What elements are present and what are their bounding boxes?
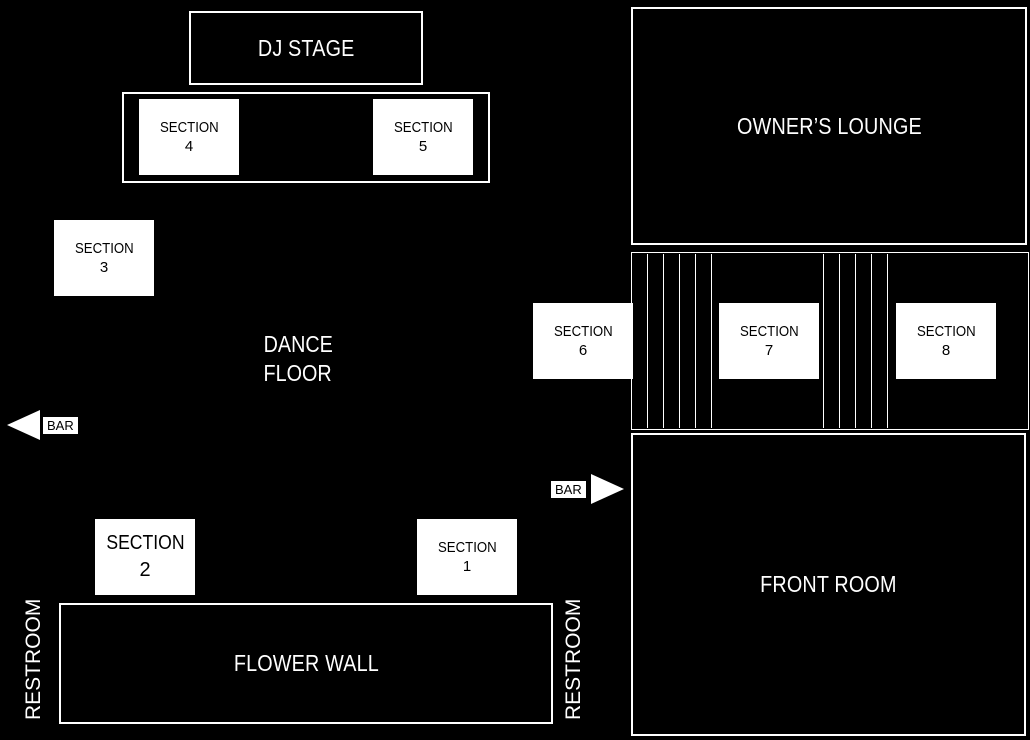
band-stripe <box>663 254 664 428</box>
band-stripe <box>711 254 712 428</box>
section-3-number: 3 <box>99 259 109 276</box>
owners-lounge-label: OWNER’S LOUNGE <box>736 112 922 139</box>
dance-floor-line1: DANCE <box>263 331 333 357</box>
section-6[interactable]: SECTION 6 <box>533 303 633 379</box>
bar-right-arrow-icon <box>591 474 624 504</box>
section-1-number: 1 <box>462 558 472 575</box>
owners-lounge: OWNER’S LOUNGE <box>631 7 1027 245</box>
section-8[interactable]: SECTION 8 <box>896 303 996 379</box>
section-5[interactable]: SECTION 5 <box>373 99 473 175</box>
section-8-label: SECTION <box>916 323 976 340</box>
flower-wall-label: FLOWER WALL <box>233 650 379 676</box>
section-8-number: 8 <box>941 342 951 359</box>
section-4[interactable]: SECTION 4 <box>139 99 239 175</box>
band-stripe <box>855 254 856 428</box>
section-2[interactable]: SECTION 2 <box>95 519 195 595</box>
bar-left-tag: BAR <box>43 417 78 434</box>
section-3-label: SECTION <box>74 240 134 257</box>
restroom-left-label: RESTROOM <box>22 598 45 720</box>
band-stripe <box>871 254 872 428</box>
section-2-number: 2 <box>139 559 151 581</box>
vip-platform <box>122 92 490 183</box>
dance-floor-line2: FLOOR <box>263 360 333 386</box>
section-6-number: 6 <box>578 342 588 359</box>
dj-stage-label: DJ STAGE <box>257 34 355 61</box>
band-stripe <box>695 254 696 428</box>
section-4-label: SECTION <box>159 119 219 136</box>
section-6-label: SECTION <box>553 323 613 340</box>
front-room-label: FRONT ROOM <box>760 571 897 597</box>
flower-wall: FLOWER WALL <box>59 603 553 724</box>
section-1[interactable]: SECTION 1 <box>417 519 517 595</box>
band-stripe <box>839 254 840 428</box>
band-stripe <box>887 254 888 428</box>
section-7[interactable]: SECTION 7 <box>719 303 819 379</box>
band-stripe <box>823 254 824 428</box>
dj-stage: DJ STAGE <box>189 11 423 85</box>
section-7-label: SECTION <box>739 323 799 340</box>
section-1-label: SECTION <box>437 539 497 556</box>
band-stripe <box>679 254 680 428</box>
section-7-number: 7 <box>764 342 774 359</box>
section-5-label: SECTION <box>393 119 453 136</box>
front-room: FRONT ROOM <box>631 433 1026 736</box>
section-4-number: 4 <box>184 138 194 155</box>
dance-floor: DANCE FLOOR <box>238 330 358 388</box>
restroom-right-label: RESTROOM <box>562 598 585 720</box>
band-stripe <box>647 254 648 428</box>
bar-right-tag: BAR <box>551 481 586 498</box>
section-3[interactable]: SECTION 3 <box>54 220 154 296</box>
bar-left-arrow-icon <box>7 410 40 440</box>
section-2-label: SECTION <box>105 532 185 554</box>
section-5-number: 5 <box>418 138 428 155</box>
